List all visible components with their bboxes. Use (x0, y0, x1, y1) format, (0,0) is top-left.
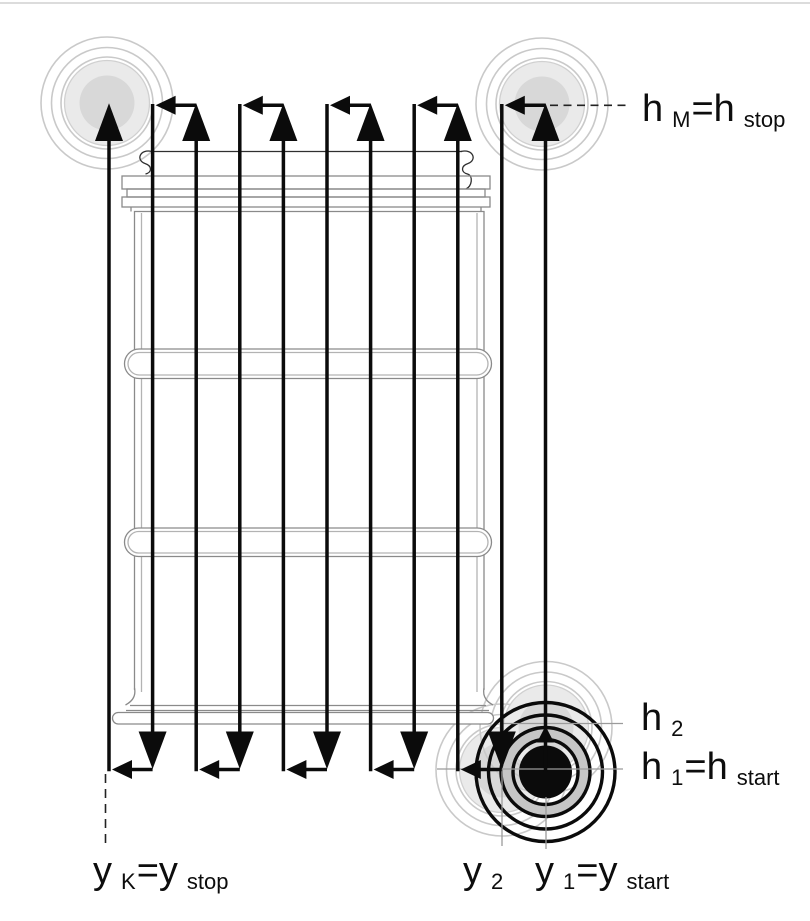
left-arrowhead (242, 95, 263, 115)
down-arrowhead (487, 731, 516, 769)
drum-clamp-band-3 (121, 196, 491, 208)
left-arrowhead (286, 760, 307, 779)
label-subscript: 1 (563, 869, 576, 894)
drum-hoop-lower-inner (127, 530, 489, 554)
label-subscript: stop (743, 107, 786, 132)
label-text: y (463, 850, 482, 892)
drum-body (133, 210, 485, 690)
drum-hoop-upper-inner (127, 351, 489, 376)
label-text: h (641, 697, 663, 739)
label-subscript: start (626, 869, 670, 894)
drum-clamp-band-1 (121, 175, 491, 190)
label-subscript: K (121, 869, 136, 894)
label-text: y (535, 850, 554, 892)
label-subscript: 1 (671, 765, 684, 790)
up-arrowhead (269, 103, 298, 141)
up-arrowhead (356, 103, 385, 141)
left-arrowhead (504, 95, 525, 115)
down-arrowhead (313, 731, 341, 769)
label-text: y (93, 850, 112, 892)
label-text: =h (684, 746, 728, 788)
drum-clamp-band-2 (126, 188, 486, 198)
drum-hoop-upper (123, 348, 493, 380)
left-arrowhead (112, 760, 132, 779)
left-arrowhead (155, 95, 176, 115)
drum-bottom-flange (111, 711, 495, 725)
drum-lid-curl-right (460, 150, 474, 190)
left-arrowhead (460, 760, 481, 779)
scan-path-layer (95, 95, 560, 779)
target-ring (485, 47, 599, 161)
label-subscript: stop (186, 869, 229, 894)
label-text: =h (691, 88, 735, 130)
label-text: =y (136, 850, 178, 892)
up-arrowhead (95, 103, 123, 141)
start-direction-arrowhead (537, 726, 554, 743)
top-border-line (0, 2, 810, 4)
drum-bottom-curl-right (482, 687, 494, 706)
target-disc-inner (79, 75, 135, 131)
drum-hoop-lower (123, 527, 493, 558)
label-text: h (641, 746, 663, 788)
left-arrowhead (199, 760, 220, 779)
drum-lid-curl-left (139, 150, 153, 175)
target-ring (495, 57, 589, 151)
label-subscript: 2 (671, 716, 684, 741)
drum-bottom-curl-left (125, 687, 136, 706)
left-arrowhead (373, 760, 394, 779)
label-text: h (642, 88, 664, 130)
left-arrowhead (417, 95, 438, 115)
down-arrowhead (138, 731, 167, 769)
label-subscript: start (736, 765, 780, 790)
up-arrowhead (531, 103, 560, 141)
down-arrowhead (225, 731, 254, 769)
waste-drum (111, 150, 495, 725)
label-subscript: M (672, 107, 691, 132)
target-ring (475, 37, 609, 171)
label-text: =y (576, 850, 618, 892)
drum-bottom-lines (126, 704, 489, 712)
up-arrowhead (182, 103, 211, 141)
target-ring (60, 56, 154, 150)
label-subscript: 2 (491, 869, 504, 894)
up-arrowhead (443, 103, 472, 141)
drum-body-inner-lines (140, 213, 478, 692)
left-arrowhead (330, 95, 350, 115)
drum-neck-step (130, 207, 482, 212)
down-arrowhead (400, 731, 429, 769)
